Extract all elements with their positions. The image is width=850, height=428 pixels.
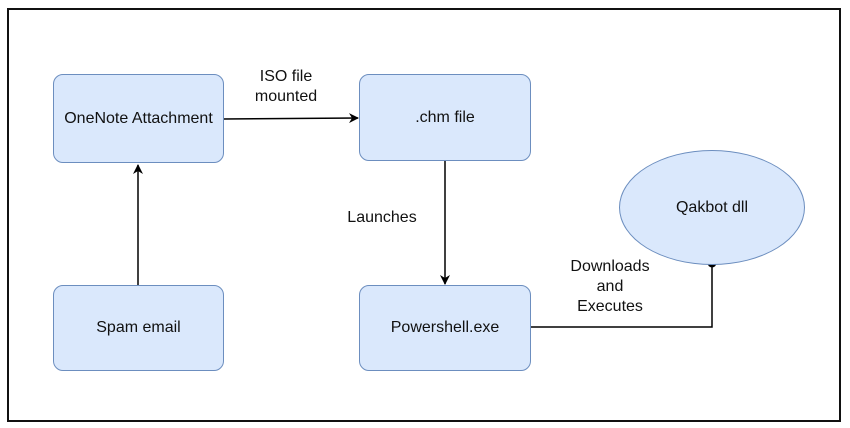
label-iso-file-mounted: ISO file mounted [246,67,326,107]
node-chm-file: .chm file [359,74,531,161]
node-label: Spam email [96,319,181,336]
edge-powershell-to-qakbot [531,266,713,328]
node-label: .chm file [415,108,475,126]
node-label: Powershell.exe [390,319,500,336]
node-spam-email: Spam email [53,285,224,371]
node-label: Qakbot dll [675,198,749,216]
label-downloads-and-executes: Downloads and Executes [570,258,650,315]
node-onenote-attachment: OneNote Attachment [53,74,224,163]
node-label: OneNote Attachment [64,109,213,127]
label-launches: Launches [338,208,426,228]
node-qakbot-dll: Qakbot dll [619,150,805,265]
diagram-frame [7,8,841,422]
node-powershell-exe: Powershell.exe [359,285,531,371]
edge-onenote-to-chm [222,113,359,124]
